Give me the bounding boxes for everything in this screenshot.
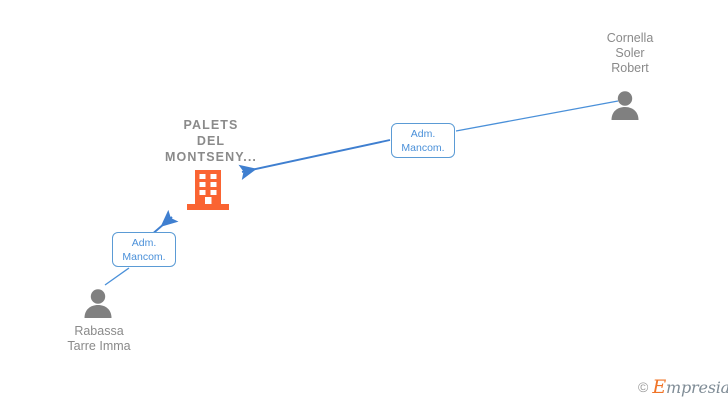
company-name-label: PALETS DEL MONTSENY... [165,118,257,164]
person-name-label: Rabassa Tarre Imma [67,324,131,353]
edge-line-cornella-to-label [455,100,619,132]
person-icon[interactable] [83,288,113,323]
brand-initial: E [652,376,666,398]
edge-line-label-to-company [238,139,391,181]
brand-rest: mpresia [666,378,728,397]
edge-line-rabassa-to-label [104,267,130,286]
building-icon[interactable] [185,170,231,215]
person-name-label: Cornella Soler Robert [606,31,654,75]
copyright-icon: © [638,379,649,395]
watermark: © Empresia [638,376,728,398]
brand-logo: Empresia [652,376,728,398]
edge-label-adm-mancom-cornella[interactable]: Adm. Mancom. [391,123,455,158]
person-icon[interactable] [610,90,640,125]
edge-label-adm-mancom-rabassa[interactable]: Adm. Mancom. [112,232,176,267]
